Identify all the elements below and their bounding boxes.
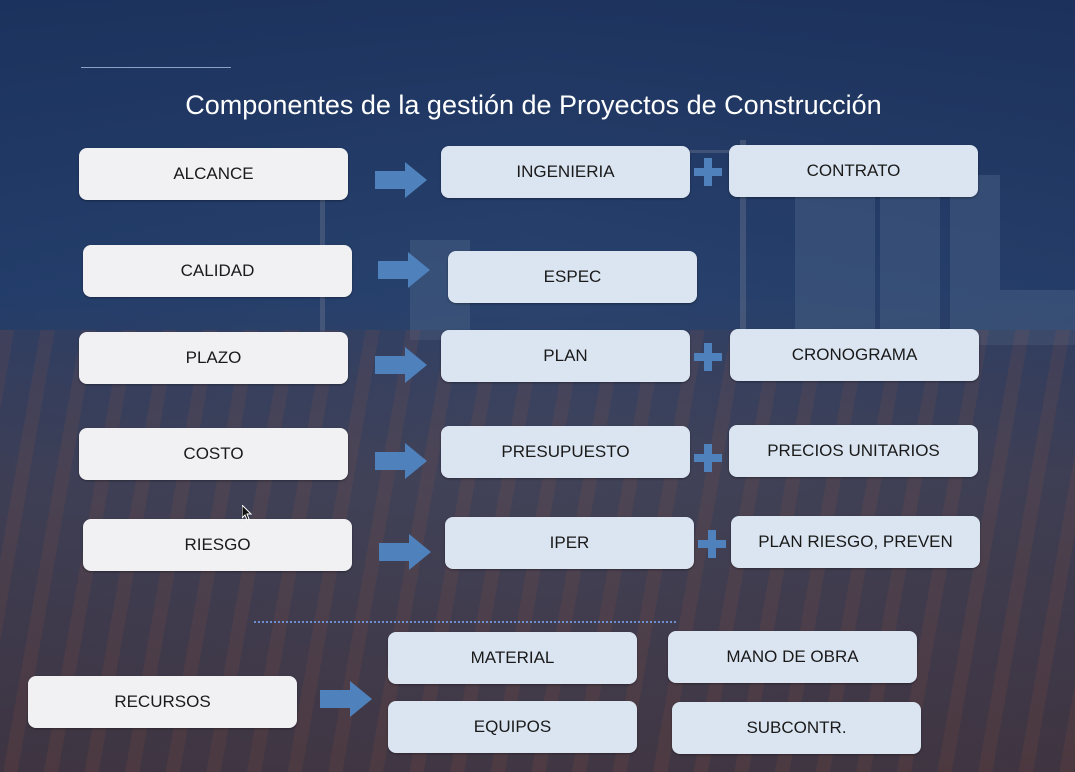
resource-box-material: MATERIAL (388, 632, 637, 684)
plus-icon (694, 158, 722, 186)
arrow-icon (375, 347, 427, 383)
slide-title: Componentes de la gestión de Proyectos d… (185, 90, 882, 120)
arrow-icon (379, 534, 431, 570)
resource-box-equipos: EQUIPOS (388, 701, 637, 753)
dotted-separator (254, 621, 676, 623)
resource-box-mano-de-obra: MANO DE OBRA (668, 631, 917, 683)
component-box-calidad: CALIDAD (83, 245, 352, 297)
plus-box-contrato: CONTRATO (729, 145, 978, 197)
arrow-icon (375, 443, 427, 479)
component-box-recursos: RECURSOS (28, 676, 297, 728)
result-box-presupuesto: PRESUPUESTO (441, 426, 690, 478)
plus-box-precios-unitarios: PRECIOS UNITARIOS (729, 425, 978, 477)
plus-box-plan-riesgo: PLAN RIESGO, PREVEN (731, 516, 980, 568)
plus-box-cronograma: CRONOGRAMA (730, 329, 979, 381)
plus-icon (694, 343, 722, 371)
component-box-costo: COSTO (79, 428, 348, 480)
component-box-alcance: ALCANCE (79, 148, 348, 200)
arrow-icon (378, 252, 430, 288)
arrow-icon (320, 681, 372, 717)
result-box-iper: IPER (445, 517, 694, 569)
result-box-plan: PLAN (441, 330, 690, 382)
resource-box-subcontr: SUBCONTR. (672, 702, 921, 754)
result-box-espec: ESPEC (448, 251, 697, 303)
component-box-plazo: PLAZO (79, 332, 348, 384)
plus-icon (698, 530, 726, 558)
plus-icon (694, 444, 722, 472)
mouse-cursor-icon (242, 505, 253, 521)
arrow-icon (375, 162, 427, 198)
component-box-riesgo: RIESGO (83, 519, 352, 571)
result-box-ingenieria: INGENIERIA (441, 146, 690, 198)
decorative-line (81, 67, 231, 68)
